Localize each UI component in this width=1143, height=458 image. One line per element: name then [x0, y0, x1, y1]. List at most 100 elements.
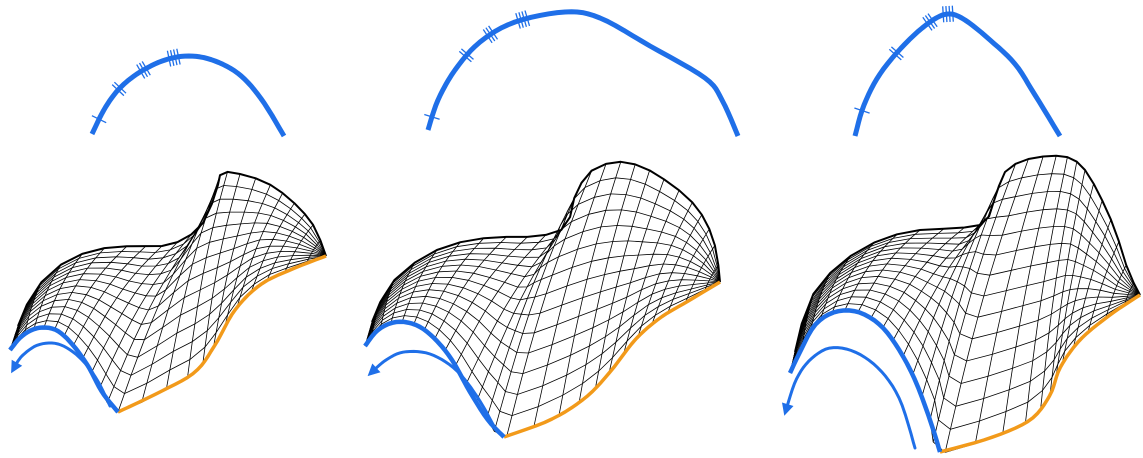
profile-tick-marks — [424, 10, 531, 120]
mesh-line-v — [831, 242, 875, 314]
mesh-line-v — [424, 237, 484, 330]
mesh-line-v — [444, 236, 528, 351]
mesh-line-v — [1025, 157, 1068, 424]
mesh-line-v — [857, 229, 921, 313]
profile-tick-marks — [91, 48, 181, 124]
mesh-line-v — [1105, 264, 1127, 319]
mesh-line-v — [578, 164, 636, 403]
tick-mark — [169, 50, 175, 66]
tick-mark — [172, 49, 178, 66]
tick-mark — [482, 29, 493, 44]
tick-mark — [458, 50, 472, 63]
mesh-line-u — [15, 222, 327, 334]
tick-mark — [945, 6, 948, 23]
arrowhead-icon — [11, 359, 23, 374]
tick-mark — [521, 11, 528, 27]
profile-curve — [852, 11, 1063, 138]
front-arch-curve — [8, 325, 120, 414]
tick-mark — [488, 25, 499, 40]
surface-panel-2 — [363, 9, 741, 439]
tick-mark — [515, 13, 521, 29]
mesh-line-v — [63, 246, 128, 336]
arrowhead-icon — [782, 402, 794, 416]
direction-arrow — [12, 341, 112, 408]
mesh-line-v — [413, 241, 461, 325]
mesh-line-v — [623, 190, 680, 355]
mesh-line-v — [703, 264, 719, 292]
surface-top-edge — [17, 170, 327, 327]
tick-mark — [890, 46, 904, 58]
mesh-line-v — [380, 279, 395, 329]
tick-mark — [166, 50, 172, 67]
mesh-line-v — [166, 175, 221, 389]
mesh-line-v — [684, 245, 716, 303]
surface-top-edge — [371, 160, 721, 323]
mesh-line-v — [106, 222, 204, 403]
surface-mesh — [789, 155, 1141, 453]
mesh-line-v — [54, 247, 105, 330]
mesh-line-u — [366, 281, 721, 354]
mesh-line-v — [493, 182, 582, 432]
mesh-line-v — [187, 171, 228, 378]
mesh-line-v — [594, 170, 650, 389]
tick-mark — [141, 61, 151, 76]
mesh-line-v — [974, 156, 1044, 444]
tick-mark — [136, 64, 146, 79]
mesh-line-v — [667, 228, 710, 314]
mesh-line-v — [1040, 161, 1078, 410]
mesh-line-v — [43, 253, 83, 328]
mesh-line-v — [929, 171, 1006, 421]
mesh-line-u — [371, 161, 721, 323]
mesh-line-v — [401, 249, 438, 322]
arrowhead-icon — [367, 363, 381, 377]
mesh-line-v — [882, 227, 965, 328]
profile-tick-marks — [854, 5, 954, 114]
surface-panel-1 — [8, 48, 327, 414]
tick-mark — [111, 84, 125, 97]
mesh-line-v — [72, 245, 147, 346]
mesh-line-v — [819, 255, 852, 321]
mesh-line-v — [506, 170, 592, 437]
mesh-line-u — [365, 281, 721, 395]
mesh-line-v — [892, 224, 980, 341]
surface-top-edge — [794, 154, 1141, 353]
mesh-line-v — [1124, 282, 1135, 306]
mesh-line-v — [434, 236, 507, 339]
mesh-line-v — [224, 184, 271, 328]
boundary-curve-orange — [503, 280, 721, 439]
mesh-line-v — [250, 202, 295, 293]
mesh-line-v — [944, 158, 1029, 453]
mesh-line-v — [82, 245, 163, 359]
mesh-line-v — [932, 163, 1016, 442]
front-arch-curve — [363, 319, 506, 439]
mesh-line-v — [1087, 241, 1120, 333]
mesh-line-v — [24, 281, 42, 335]
mesh-line-u — [794, 155, 1141, 353]
profile-curve — [425, 9, 741, 137]
tick-mark — [460, 48, 474, 60]
tick-mark — [924, 15, 936, 29]
mesh-line-v — [213, 178, 257, 348]
mesh-line-v — [455, 234, 547, 366]
surface-panel-3 — [782, 5, 1141, 454]
mesh-line-u — [370, 193, 721, 326]
mesh-line-v — [558, 161, 622, 416]
mesh-line-v — [33, 264, 62, 330]
surface-mesh — [9, 171, 327, 413]
surface-mesh — [364, 161, 721, 438]
mesh-line-v — [1061, 200, 1103, 365]
tick-mark — [888, 48, 902, 61]
boundary-curve-orange — [117, 254, 327, 414]
tick-mark — [113, 81, 127, 94]
mesh-line-v — [844, 234, 898, 311]
mesh-line-v — [475, 216, 571, 403]
mesh-line-v — [1049, 169, 1086, 396]
mesh-line-v — [809, 272, 831, 332]
tick-mark — [854, 107, 870, 114]
mesh-line-u — [791, 282, 1141, 368]
mesh-line-v — [236, 192, 283, 308]
tick-mark — [922, 16, 933, 31]
mesh-line-v — [651, 214, 703, 325]
mesh-line-u — [790, 289, 1141, 384]
